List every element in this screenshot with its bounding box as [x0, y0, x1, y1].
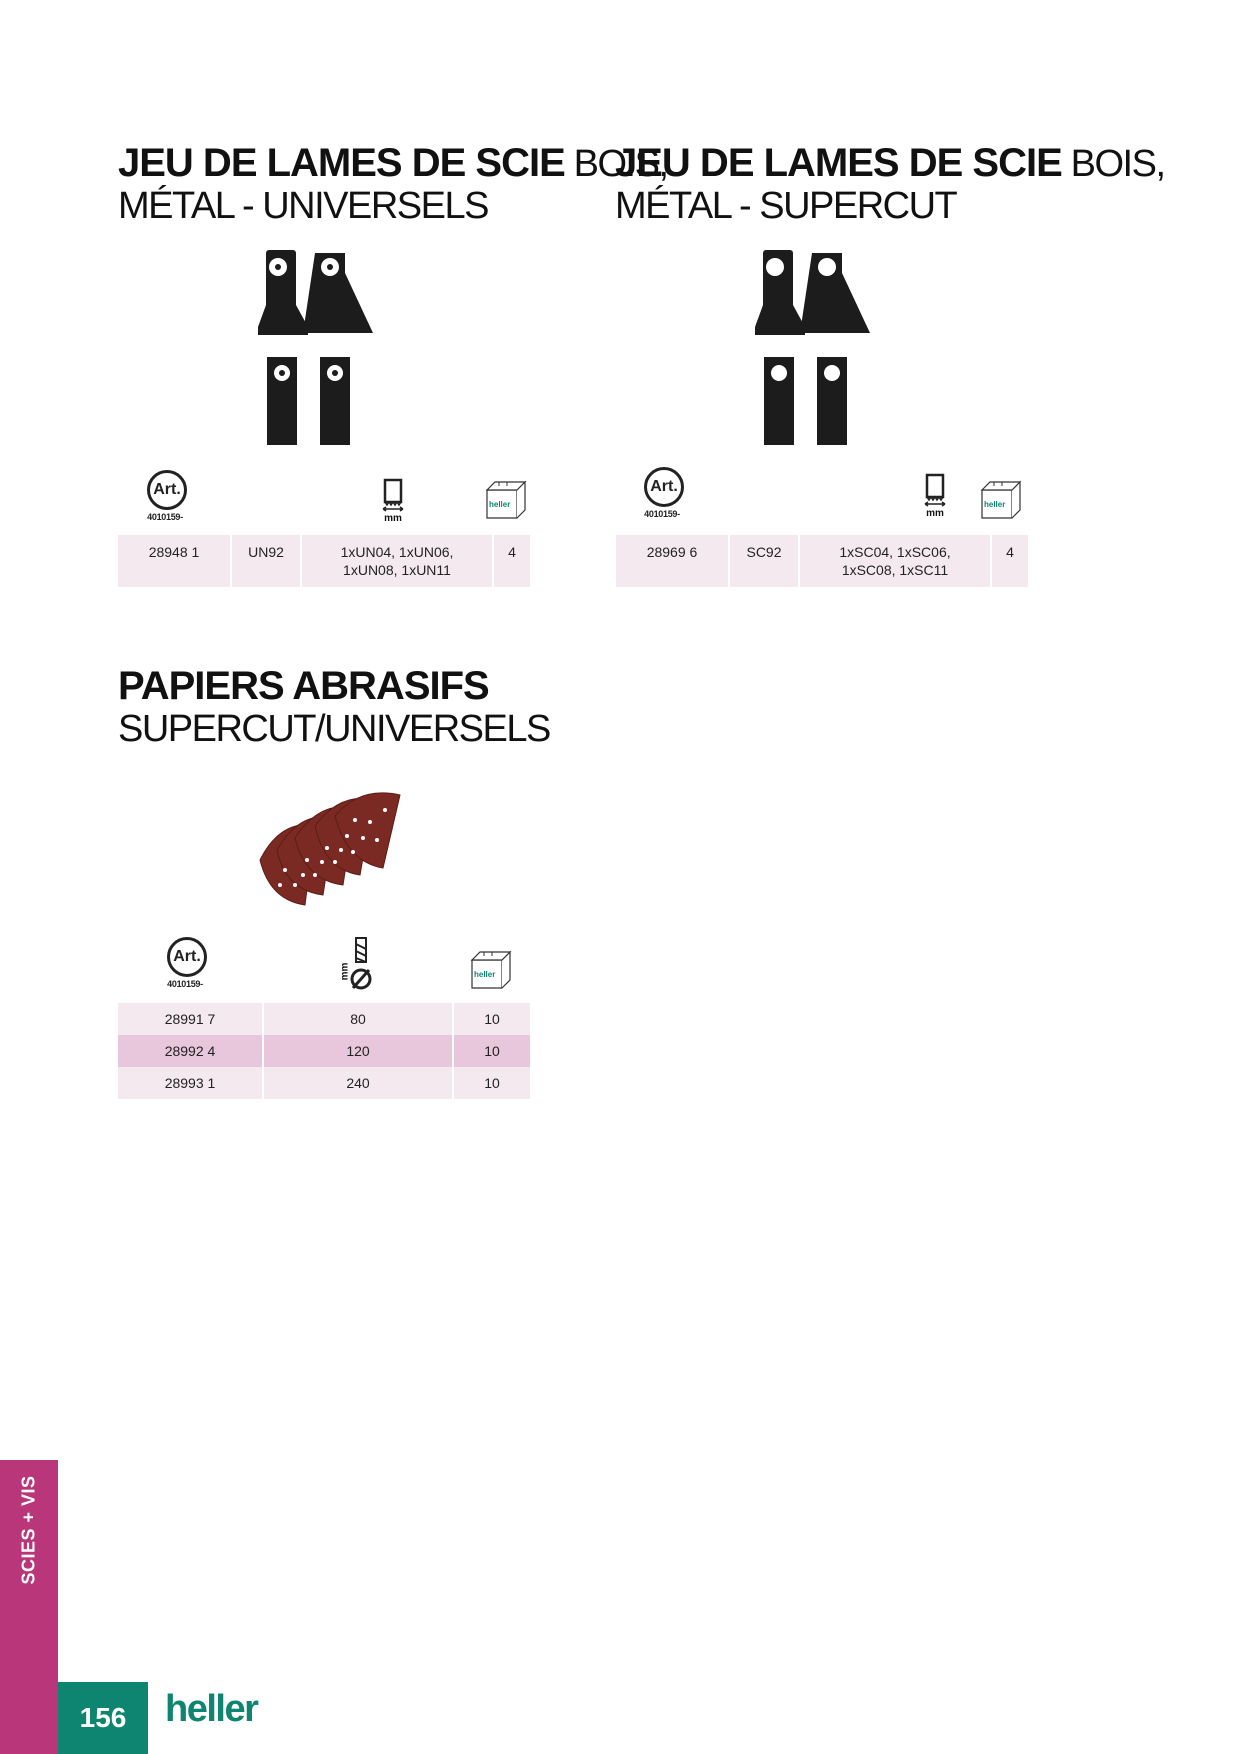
blade-width-icon: mm [380, 478, 406, 524]
article-number-cell: 28948 1 [118, 535, 230, 587]
package-brand-text: heller [489, 500, 511, 509]
section2-spec-table: 28969 6 SC92 1xSC04, 1xSC06, 1xSC08, 1xS… [614, 535, 1030, 587]
page-number: 156 [58, 1682, 148, 1754]
art-code: 4010159- [167, 979, 203, 989]
art-circle-icon: Art. [147, 470, 187, 510]
blade-straight-3 [320, 357, 350, 445]
article-number-cell: 28993 1 [118, 1067, 262, 1099]
table-row: 28993 1 240 10 [118, 1067, 530, 1099]
brand-logo: heller [165, 1688, 259, 1730]
section3-spec-table: 28991 7 80 10 28992 4 120 10 28993 1 240… [116, 1003, 532, 1099]
article-number-cell: 28969 6 [616, 535, 728, 587]
art-circle-icon: Art. [644, 467, 684, 507]
article-number-icon: Art. 4010159- [163, 937, 207, 989]
grit-size-icon: mm [339, 936, 376, 997]
grit-cell: 120 [264, 1035, 452, 1067]
art-code: 4010159- [644, 509, 680, 519]
table-row: 28991 7 80 10 [118, 1003, 530, 1035]
section1-spec-table: 28948 1 UN92 1xUN04, 1xUN06, 1xUN08, 1xU… [116, 535, 532, 587]
package-quantity-icon: heller [485, 480, 527, 525]
section2-title-bold: JEU DE LAMES DE SCIE [615, 141, 1063, 185]
grit-cell: 240 [264, 1067, 452, 1099]
package-quantity-icon: heller [470, 950, 512, 995]
contents-line2: 1xSC08, 1xSC11 [841, 562, 949, 578]
blade-wide [303, 253, 373, 333]
side-category-label: SCIES + VIS [18, 1475, 39, 1585]
section1-title-light: BOIS, [573, 143, 669, 185]
article-number-cell: 28992 4 [118, 1035, 262, 1067]
section1-title: JEU DE LAMES DE SCIE BOIS, MÉTAL - UNIVE… [118, 141, 669, 227]
article-number-cell: 28991 7 [118, 1003, 262, 1035]
section1-title-bold: JEU DE LAMES DE SCIE [118, 141, 566, 185]
table-row: 28948 1 UN92 1xUN04, 1xUN06, 1xUN08, 1xU… [118, 535, 530, 587]
quantity-cell: 10 [454, 1003, 530, 1035]
grit-size-unit: mm [339, 962, 351, 981]
contents-cell: 1xSC04, 1xSC06, 1xSC08, 1xSC11 [800, 535, 990, 587]
blade-straight-3 [817, 357, 847, 445]
blade-width-unit: mm [384, 513, 402, 524]
quantity-cell: 10 [454, 1035, 530, 1067]
blade-straight-2 [764, 357, 794, 445]
universal-blade-set-image [258, 250, 373, 445]
blade-width-icon: mm [922, 473, 948, 519]
quantity-cell: 10 [454, 1067, 530, 1099]
blade-wide [800, 253, 870, 333]
table-row: 28992 4 120 10 [118, 1035, 530, 1067]
package-brand-text: heller [474, 970, 496, 979]
blade-straight-2 [267, 357, 297, 445]
package-brand-text: heller [984, 500, 1006, 509]
package-quantity-icon: heller [980, 480, 1022, 525]
quantity-cell: 4 [992, 535, 1028, 587]
abrasive-papers-image [259, 792, 401, 906]
contents-line1: 1xSC04, 1xSC06, [839, 544, 951, 560]
section1-title-line2: MÉTAL - UNIVERSELS [118, 185, 489, 227]
supercut-blade-set-image [755, 250, 870, 445]
article-number-icon: Art. 4010159- [143, 470, 187, 522]
table-row: 28969 6 SC92 1xSC04, 1xSC06, 1xSC08, 1xS… [616, 535, 1028, 587]
side-category-tab [0, 1460, 58, 1754]
section3-title: PAPIERS ABRASIFS SUPERCUT/UNIVERSELS [118, 664, 551, 750]
section2-title-light: BOIS, [1070, 143, 1166, 185]
contents-line2: 1xUN08, 1xUN11 [343, 562, 451, 578]
section2-title: JEU DE LAMES DE SCIE BOIS, MÉTAL - SUPER… [615, 141, 1166, 227]
article-number-icon: Art. 4010159- [640, 467, 684, 519]
art-circle-icon: Art. [167, 937, 207, 977]
section2-title-line2: MÉTAL - SUPERCUT [615, 185, 958, 227]
contents-cell: 1xUN04, 1xUN06, 1xUN08, 1xUN11 [302, 535, 492, 587]
grit-cell: 80 [264, 1003, 452, 1035]
contents-line1: 1xUN04, 1xUN06, [340, 544, 454, 560]
section3-title-bold: PAPIERS ABRASIFS [118, 664, 490, 708]
art-code: 4010159- [147, 512, 183, 522]
blade-width-unit: mm [926, 508, 944, 519]
model-cell: SC92 [730, 535, 798, 587]
model-cell: UN92 [232, 535, 300, 587]
section3-title-line2: SUPERCUT/UNIVERSELS [118, 708, 551, 750]
quantity-cell: 4 [494, 535, 530, 587]
